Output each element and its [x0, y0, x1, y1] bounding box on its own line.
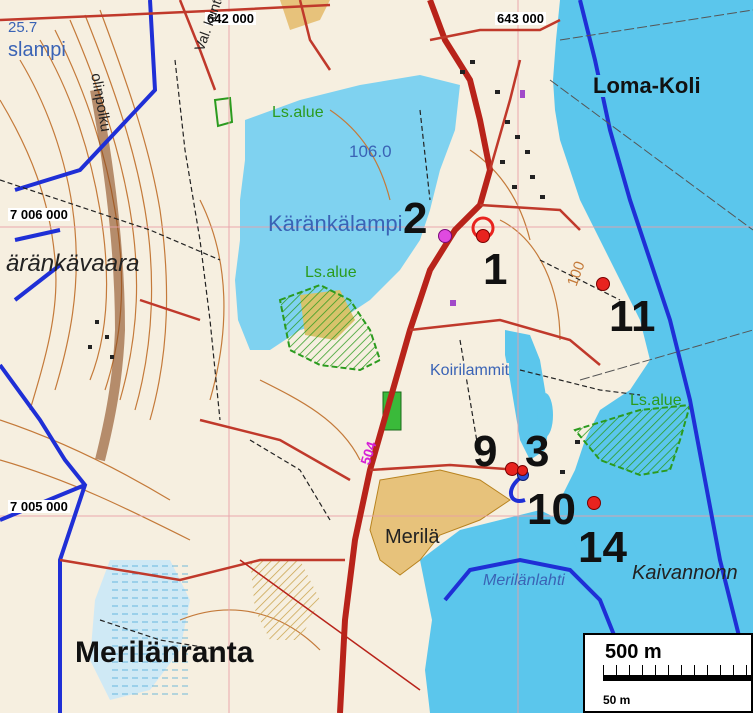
place-kaivannonn: Kaivannonn [632, 562, 738, 584]
site-number-9: 9 [473, 427, 498, 476]
place-loma-koli: Loma-Koli [593, 73, 701, 98]
area-label-ls-alue-east: Ls.alue [630, 392, 682, 409]
area-label-ls-alue-center: Ls.alue [305, 264, 357, 281]
site-marker-2[interactable] [438, 229, 452, 243]
site-number-3: 3 [525, 427, 550, 476]
scale-primary-label: 500 m [605, 641, 662, 663]
water-karankalampi: Käränkälampi [268, 211, 403, 236]
protected-area-center [278, 283, 382, 372]
water-koirilammit: Koirilammit [430, 362, 510, 379]
northing-label-7005000: 7 005 000 [8, 499, 70, 514]
easting-label-643000: 643 000 [495, 11, 546, 26]
scale-bar: 500 m 50 m [583, 633, 753, 713]
site-marker-10[interactable] [517, 465, 528, 476]
northing-label-7006000: 7 006 000 [8, 207, 70, 222]
scale-ticks [603, 665, 753, 677]
easting-label-642000: 642 000 [205, 11, 256, 26]
main-road [337, 0, 494, 713]
place-merilanranta: Merilänranta [75, 636, 254, 669]
elevation-top-left: 25.7 [8, 19, 38, 36]
scale-secondary-label: 50 m [603, 693, 631, 707]
ridge [90, 89, 126, 462]
lake-pielinen [553, 0, 753, 713]
site-marker-11[interactable] [596, 277, 610, 291]
protected-area-small [213, 96, 234, 128]
buildings [88, 60, 580, 474]
secondary-roads [0, 0, 601, 582]
lake-karankalampi [235, 75, 460, 350]
place-karankavaara: äränkävaara [6, 250, 140, 277]
place-slampi: slampi [8, 39, 66, 61]
field-merila [369, 469, 511, 576]
water-merilanlahti: Merilänlahti [483, 572, 565, 589]
power-line [549, 79, 753, 231]
place-merila: Merilä [385, 526, 440, 548]
site-number-11: 11 [609, 292, 656, 341]
site-number-2: 2 [403, 194, 428, 243]
protected-area-east [573, 403, 692, 477]
site-marker-14[interactable] [587, 496, 601, 510]
site-number-10: 10 [527, 485, 576, 534]
elevation-lake: 106.0 [349, 142, 392, 161]
site-marker-1[interactable] [476, 229, 490, 243]
site-number-1: 1 [483, 245, 508, 294]
area-label-ls-alue-north: Ls.alue [272, 104, 324, 121]
scale-bar-line [603, 675, 753, 681]
site-number-14: 14 [578, 523, 627, 572]
paths [0, 59, 641, 651]
